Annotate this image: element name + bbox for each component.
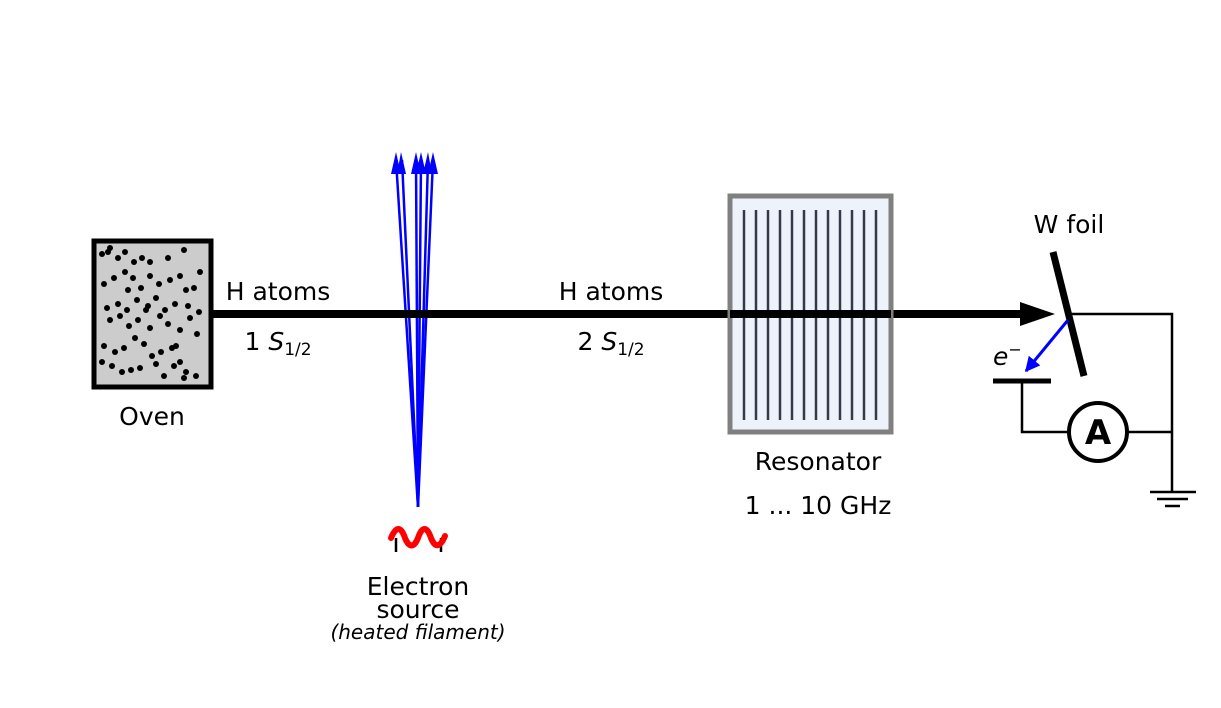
oven-particle (130, 275, 136, 281)
oven-particle (121, 345, 127, 351)
electron-ray-heads (391, 152, 438, 174)
oven-particle (172, 301, 178, 307)
oven-particle (139, 255, 145, 261)
oven-box (91, 238, 214, 390)
oven-particle (149, 353, 155, 359)
oven-particle (183, 287, 189, 293)
oven-particle (191, 285, 197, 291)
oven-particle (185, 303, 191, 309)
oven-particle (156, 281, 162, 287)
oven-particle (173, 343, 179, 349)
foil-label: W foil (1034, 210, 1105, 239)
state-label-second: 2 S1/2 (577, 327, 644, 360)
beam-label-first: H atoms (226, 277, 331, 306)
oven-particle (125, 287, 131, 293)
oven-particle (131, 259, 137, 265)
oven-particles (99, 245, 203, 381)
oven-particle (137, 365, 143, 371)
oven-particle (115, 255, 121, 261)
oven-particle (128, 367, 134, 373)
oven-particle (105, 249, 111, 255)
electron-rays (394, 159, 435, 508)
ray-arrowhead (416, 152, 426, 174)
oven-particle (122, 269, 128, 275)
oven-particle (183, 369, 189, 375)
electron-source-label-line2: source (376, 595, 459, 624)
oven-particle (197, 269, 203, 275)
ground-symbol (1150, 490, 1196, 508)
oven-particle (111, 275, 117, 281)
resonator: Resonator 1 ... 10 GHz (727, 193, 894, 520)
oven-particle (138, 285, 144, 291)
oven: Oven (91, 238, 214, 431)
oven-particle (162, 307, 168, 313)
oven-particle (135, 317, 141, 323)
oven-particle (124, 307, 130, 313)
oven-particle (101, 343, 107, 349)
oven-particle (157, 313, 163, 319)
oven-particle (119, 369, 125, 375)
oven-particle (99, 251, 105, 257)
oven-particle (134, 297, 140, 303)
oven-label: Oven (119, 402, 185, 431)
ammeter-label: A (1085, 413, 1112, 453)
electron-ray (416, 159, 435, 508)
oven-particle (99, 359, 105, 365)
oven-particle (141, 341, 147, 347)
oven-particle (181, 375, 187, 381)
wire-foil-to-ground (1068, 312, 1174, 492)
oven-particle (177, 359, 183, 365)
electron-source: Electron source (heated filament) (330, 526, 506, 644)
oven-particle (115, 301, 121, 307)
ray-arrowhead (428, 152, 438, 174)
ray-arrowhead (397, 152, 406, 174)
oven-particle (181, 247, 187, 253)
electron-ray (400, 159, 420, 508)
electron-source-label-line1: Electron (367, 572, 470, 601)
beam-label-second: H atoms (559, 277, 664, 306)
oven-particle (158, 349, 164, 355)
oven-particle (132, 335, 138, 341)
resonator-label: Resonator (755, 447, 882, 476)
oven-particle (153, 361, 159, 367)
oven-particle (117, 313, 123, 319)
oven-particle (165, 321, 171, 327)
oven-particle (126, 323, 132, 329)
oven-particle (147, 325, 153, 331)
state-label-first: 1 S1/2 (244, 327, 311, 360)
oven-particle (112, 349, 118, 355)
oven-particle (177, 327, 183, 333)
emitted-electron-arrow (1024, 319, 1070, 373)
oven-particle (187, 315, 193, 321)
oven-particle (122, 249, 128, 255)
oven-particle (104, 305, 110, 311)
oven-particle (147, 259, 153, 265)
beam-arrowhead (1020, 302, 1055, 326)
oven-particle (147, 273, 153, 279)
oven-particle (161, 373, 167, 379)
oven-particle (167, 277, 173, 283)
oven-particle (193, 373, 199, 379)
oven-particle (165, 255, 171, 261)
resonator-frequency: 1 ... 10 GHz (745, 491, 892, 520)
oven-particle (196, 309, 202, 315)
electron-source-caption: (heated filament) (330, 620, 505, 644)
detector: W foil e− A (993, 210, 1196, 508)
oven-particle (101, 281, 107, 287)
oven-particle (109, 363, 115, 369)
filament-coil (388, 526, 448, 549)
wire-collector-to-ammeter (1020, 381, 1068, 434)
oven-particle (177, 273, 183, 279)
oven-particle (171, 363, 177, 369)
oven-particle (153, 295, 159, 301)
oven-particle (143, 307, 149, 313)
oven-particle (194, 331, 200, 337)
electron-symbol: e− (993, 340, 1022, 371)
ammeter (1067, 401, 1129, 463)
oven-particle (107, 317, 113, 323)
